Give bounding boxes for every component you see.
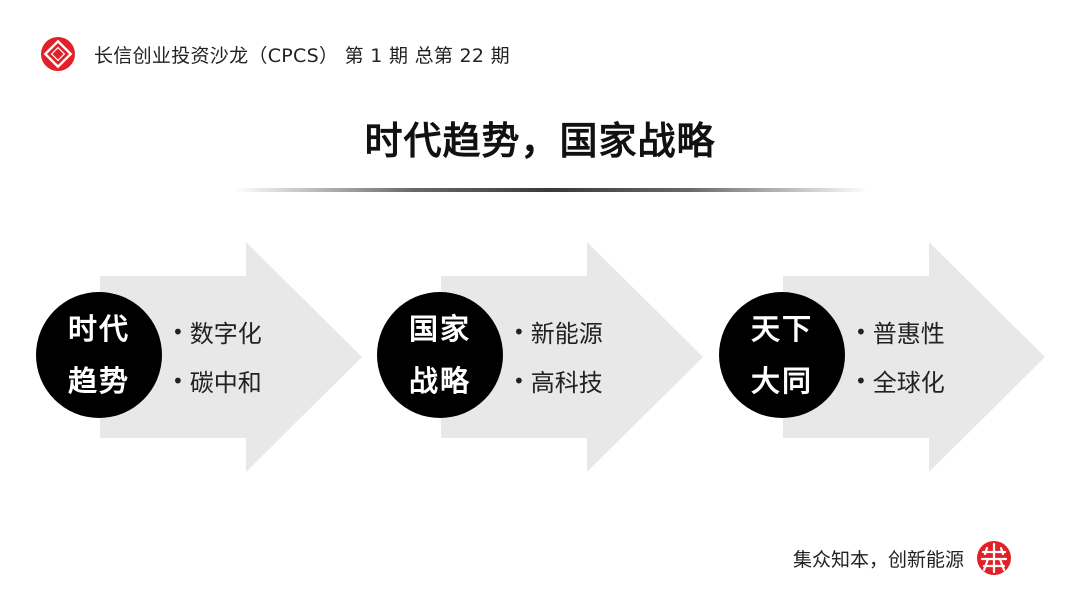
circle-badge: 时代 趋势 [36,292,162,418]
bullet-item: •数字化 [172,320,262,348]
arrow-shape [100,242,362,472]
red-seal-icon [977,541,1011,575]
circle-label-line2: 大同 [750,364,813,398]
bullet-item: •普惠性 [855,320,945,348]
circle-label-line1: 天下 [750,312,813,346]
footer: 集众知本，创新能源 [793,540,1012,576]
bullet-list: •普惠性 •全球化 [855,310,945,408]
red-diamond-logo-icon [41,37,75,71]
bullet-item: •全球化 [855,369,945,397]
circle-label-line2: 战略 [408,364,471,398]
header: 长信创业投资沙龙（CPCS） 第 1 期 总第 22 期 [40,34,510,74]
header-title: 长信创业投资沙龙（CPCS） 第 1 期 总第 22 期 [94,44,510,67]
circle-label-line2: 趋势 [67,364,130,398]
strategy-block-2: 国家 战略 •新能源 •高科技 [377,242,707,472]
strategy-block-1: 时代 趋势 •数字化 •碳中和 [36,242,366,472]
bullet-list: •数字化 •碳中和 [172,310,262,408]
circle-label-line1: 国家 [408,312,471,346]
circle-label-line1: 时代 [67,312,130,346]
page-title: 时代趋势，国家战略 [364,119,716,163]
circle-badge: 天下 大同 [719,292,845,418]
bullet-item: •碳中和 [172,369,262,397]
bullet-item: •新能源 [513,320,603,348]
arrow-shape [441,242,703,472]
circle-badge: 国家 战略 [377,292,503,418]
arrow-shape [783,242,1045,472]
strategy-block-3: 天下 大同 •普惠性 •全球化 [719,242,1049,472]
title-divider [234,188,868,192]
footer-slogan: 集众知本，创新能源 [792,548,964,571]
bullet-list: •新能源 •高科技 [513,310,603,408]
bullet-item: •高科技 [513,369,603,397]
